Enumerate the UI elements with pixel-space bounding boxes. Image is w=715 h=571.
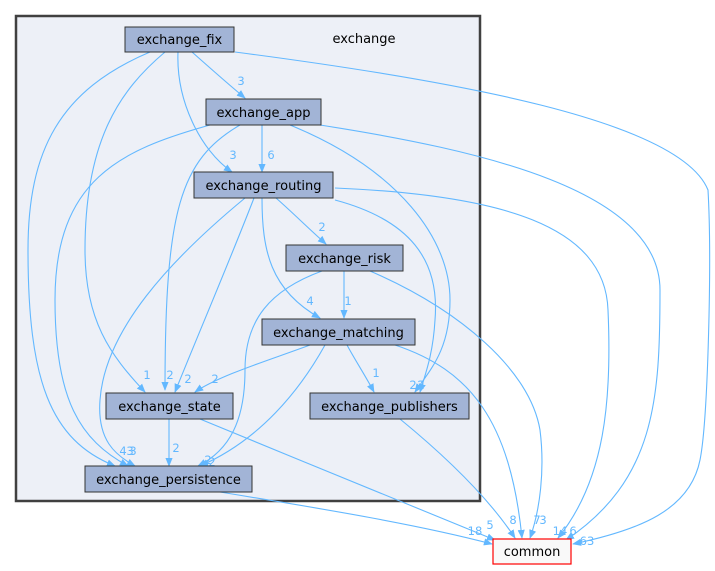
edge-fix-common	[234, 51, 711, 546]
edge-label: 5	[486, 518, 493, 532]
edge-state-common	[199, 418, 496, 541]
node-label: exchange_risk	[298, 252, 391, 267]
edge-risk-common	[369, 270, 543, 539]
edge-label: 2	[208, 455, 215, 469]
edge-app-common	[319, 124, 661, 541]
edge-matching-common	[394, 344, 525, 539]
edge-label: 1	[372, 366, 379, 380]
edge-fix-persistence	[27, 51, 151, 467]
edge-label: 2	[204, 453, 211, 467]
edge-label: 6	[569, 524, 576, 538]
node-exchange-risk[interactable]: exchange_risk	[285, 244, 404, 272]
node-label: common	[504, 545, 561, 560]
edge-label: 2	[211, 372, 218, 386]
node-exchange-persistence[interactable]: exchange_persistence	[84, 465, 253, 493]
edge-label: 1	[143, 368, 150, 382]
edge-routing-common	[334, 187, 610, 539]
edge-label: 2	[417, 378, 424, 392]
edge-routing-matching	[261, 197, 321, 319]
edge-risk-persistence	[197, 270, 323, 467]
edge-persistence-common	[219, 491, 493, 546]
node-exchange-publishers[interactable]: exchange_publishers	[309, 392, 470, 420]
edge-label: 3	[237, 74, 244, 88]
edge-label: 3	[229, 148, 236, 162]
edge-app-persistence	[54, 124, 211, 467]
edge-routing-state	[174, 197, 255, 393]
node-exchange-state[interactable]: exchange_state	[105, 392, 234, 420]
edge-matching-publishers	[346, 344, 375, 393]
edge-label: 6	[267, 148, 274, 162]
edges	[27, 51, 711, 546]
edge-label: 7	[533, 513, 540, 527]
edge-label: 2	[409, 378, 416, 392]
node-label: exchange_publishers	[321, 400, 458, 415]
node-label: exchange_state	[118, 400, 221, 415]
edge-label: 2	[172, 441, 179, 455]
edge-label: 2	[184, 372, 191, 386]
edge-label: 4	[119, 444, 126, 458]
edge-routing-publishers	[334, 199, 437, 393]
edge-routing-risk	[275, 197, 327, 245]
node-label: exchange_routing	[205, 179, 321, 194]
edge-label: 3	[539, 513, 546, 527]
node-label: exchange_persistence	[96, 473, 241, 488]
nodes: exchange_fix exchange_app exchange_routi…	[84, 26, 572, 565]
node-exchange-routing[interactable]: exchange_routing	[193, 171, 334, 199]
edge-app-state	[161, 124, 241, 391]
edge-matching-persistence	[199, 344, 326, 467]
edge-publishers-common	[399, 418, 516, 539]
edge-routing-persistence	[99, 197, 246, 467]
edge-label: 1	[344, 294, 351, 308]
edge-label: 3	[126, 444, 133, 458]
edge-label: 4	[306, 294, 313, 308]
edge-fix-routing	[177, 51, 233, 173]
edge-matching-state	[194, 344, 311, 393]
node-exchange-matching[interactable]: exchange_matching	[261, 318, 416, 346]
edge-label: 2	[166, 368, 173, 382]
edge-fix-app	[191, 51, 246, 99]
node-exchange-app[interactable]: exchange_app	[205, 98, 322, 126]
node-label: exchange_matching	[273, 326, 404, 341]
edge-label: 14	[553, 524, 568, 538]
edge-label: 63	[580, 534, 595, 548]
edge-app-publishers	[289, 124, 451, 393]
edge-label: 2	[318, 220, 325, 234]
cluster-label: exchange	[332, 32, 395, 47]
edge-fix-state	[84, 51, 166, 393]
edge-label: 8	[509, 513, 516, 527]
node-common[interactable]: common	[492, 538, 572, 565]
node-label: exchange_fix	[137, 33, 223, 48]
node-label: exchange_app	[216, 106, 310, 121]
edge-label: 3	[129, 444, 136, 458]
node-exchange-fix[interactable]: exchange_fix	[124, 26, 235, 53]
edge-labels: 3 3 6 2 4 1 1 2 2 2 1 2 2 4 3 3 2 2 2 18…	[119, 74, 594, 548]
edge-label: 18	[468, 524, 483, 538]
